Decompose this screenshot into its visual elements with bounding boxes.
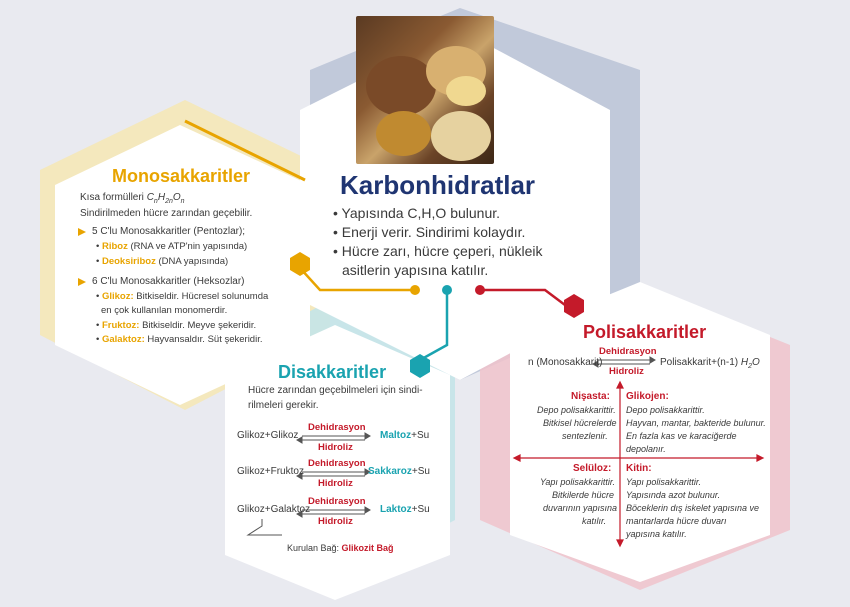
di-desc-2: rilmeleri gerekir.	[248, 400, 319, 411]
kitin-l4: mantarlarda hücre duvarı	[626, 516, 727, 526]
kitin-l5: yapısına katılır.	[626, 529, 687, 539]
nisasta-l3: sentezlenir.	[562, 431, 608, 441]
mono-formula-line: Kısa formülleri CnH2nOn	[80, 192, 185, 205]
kitin-l3: Böceklerin dış iskelet yapısına ve	[626, 503, 760, 513]
poli-connector	[480, 288, 566, 306]
mono-line2: Sindirilmeden hücre zarından geçebilir.	[80, 208, 253, 219]
mono-heksoz-head: 6 C'lu Monosakkaritler (Heksozlar)	[92, 276, 245, 287]
di-row1-top: Dehidrasyon	[308, 422, 366, 433]
poli-arrows	[592, 356, 656, 368]
poli-cross	[512, 380, 765, 548]
di-hexagon	[225, 325, 450, 600]
mono-deoksiriboz: • Deoksiriboz (DNA yapısında)	[96, 256, 229, 267]
nisasta-l1: Depo polisakkarittir.	[537, 405, 616, 415]
seluloz-l1: Yapı polisakkarittir.	[540, 477, 616, 487]
seluloz-l3: duvarının yapısına	[543, 503, 618, 513]
center-bullet-3: • Hücre zarı, hücre çeperi, nükleik	[333, 243, 543, 259]
center-bullet-2: • Enerji verir. Sindirimi kolaydır.	[333, 224, 526, 240]
mono-hexagon	[55, 125, 310, 405]
mono-fruktoz: • Fruktoz: Bitkiseldir. Meyve şekeridir.	[96, 320, 257, 331]
mono-pentoz-head: 5 C'lu Monosakkaritler (Pentozlar);	[92, 226, 246, 237]
kitin-l2: Yapısında azot bulunur.	[626, 490, 721, 500]
poli-hexagon	[510, 282, 770, 582]
di-row3-top: Dehidrasyon	[308, 496, 366, 507]
heksoz-arrow-icon	[78, 278, 86, 286]
di-arrows	[246, 432, 371, 536]
poli-eq-left: n (Monosakkarit)	[528, 357, 603, 368]
poli-dot	[475, 285, 485, 295]
nisasta-title: Nişasta:	[571, 391, 610, 402]
mono-title: Monosakkaritler	[112, 166, 251, 186]
center-bullet-1: • Yapısında C,H,O bulunur.	[333, 205, 501, 221]
seluloz-l2: Bitkilerde hücre	[552, 490, 615, 500]
food-photo-icon	[356, 16, 494, 164]
di-dot	[442, 285, 452, 295]
kitin-l1: Yapı polisakkarittir.	[626, 477, 702, 487]
poli-title: Polisakkaritler	[583, 322, 707, 342]
nisasta-l2: Bitkisel hücrelerde	[543, 418, 617, 428]
di-bond: Kurulan Bağ: Glikozit Bağ	[287, 543, 394, 553]
kitin-title: Kitin:	[626, 463, 652, 474]
di-desc-1: Hücre zarından geçebilmeleri için sindi-	[248, 385, 423, 396]
mono-glikoz-cont: en çok kullanılan monomerdir.	[101, 305, 228, 316]
di-row3-product: Laktoz+Su	[380, 504, 430, 515]
main-title: Karbonhidratlar	[340, 170, 536, 200]
di-row1-left: Glikoz+Glikoz	[237, 430, 299, 441]
glikojen-l4: depolanır.	[626, 444, 666, 454]
glikojen-title: Glikojen:	[626, 391, 669, 402]
center-bullet-3-cont: asitlerin yapısına katılır.	[342, 262, 489, 278]
mono-dot	[410, 285, 420, 295]
mono-accent	[184, 119, 306, 182]
pentoz-arrow-icon	[78, 228, 86, 236]
di-row1-bottom: Hidroliz	[318, 442, 353, 453]
di-row2-product: Sakkaroz+Su	[368, 466, 430, 477]
di-title: Disakkaritler	[278, 362, 387, 382]
mono-connector	[299, 267, 415, 292]
poli-node	[564, 294, 584, 318]
di-row2-bottom: Hidroliz	[318, 478, 353, 489]
mono-node	[290, 252, 310, 276]
seluloz-l4: katılır.	[582, 516, 607, 526]
di-node	[410, 354, 430, 378]
glikojen-l2: Hayvan, mantar, bakteride bulunur.	[626, 418, 766, 428]
mono-galaktoz: • Galaktoz: Hayvansaldır. Süt şekeridir.	[96, 334, 263, 345]
mono-riboz: • Riboz (RNA ve ATP'nin yapısında)	[96, 241, 248, 252]
mono-formula: CnH2nOn	[146, 192, 185, 205]
di-row3-bottom: Hidroliz	[318, 516, 353, 527]
poli-eq-right: Polisakkarit+(n-1) H2O	[660, 357, 760, 370]
di-row2-top: Dehidrasyon	[308, 458, 366, 469]
di-row2-left: Glikoz+Fruktoz	[237, 466, 304, 477]
poli-eq-top: Dehidrasyon	[599, 346, 657, 357]
mono-glikoz: • Glikoz: Bitkiseldir. Hücresel solunumd…	[96, 291, 269, 302]
glikojen-l1: Depo polisakkarittir.	[626, 405, 705, 415]
di-connector	[419, 290, 449, 362]
di-row1-product: Maltoz+Su	[380, 430, 430, 441]
glikojen-l3: En fazla kas ve karaciğerde	[626, 431, 737, 441]
di-row3-left: Glikoz+Galaktoz	[237, 504, 311, 515]
poli-eq-bottom: Hidroliz	[609, 366, 644, 377]
seluloz-title: Selüloz:	[573, 463, 612, 474]
mono-formula-prefix: Kısa formülleri	[80, 192, 147, 203]
